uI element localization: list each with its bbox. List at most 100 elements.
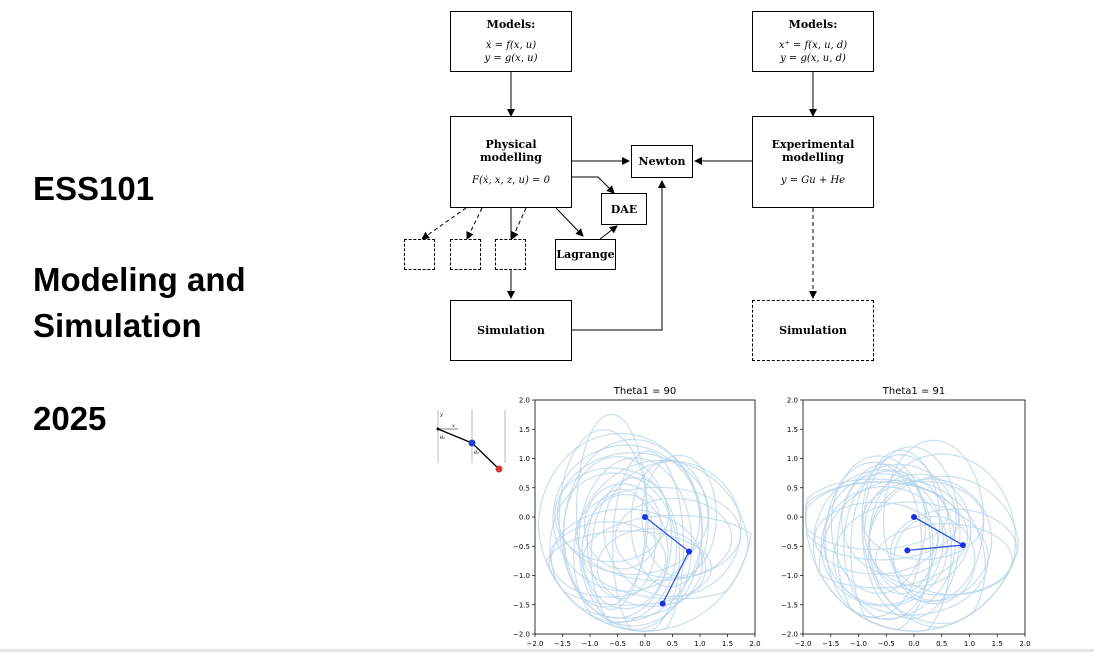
x-tick-label: −2.0 (527, 640, 544, 648)
x-tick-label: 0.5 (936, 640, 947, 648)
dashed-placeholder-box-1 (404, 239, 435, 270)
trace-curves (537, 413, 752, 632)
trace-curve (558, 428, 649, 608)
y-tick-label: −1.5 (513, 601, 530, 609)
sketch-tip (495, 465, 503, 473)
trace-curve (554, 467, 670, 563)
models-box-left: Models: ẋ = f(x, u) y = g(x, u) (450, 11, 572, 72)
sketch-label-y: y (439, 412, 443, 418)
trace-curve (630, 458, 710, 588)
dashed-placeholder-box-3 (495, 239, 526, 270)
trace-curve (614, 497, 733, 579)
y-tick-label: 0.0 (519, 514, 530, 522)
y-tick-label: 1.0 (519, 455, 530, 463)
y-tick-label: 2.0 (787, 397, 798, 405)
models-left-equations: ẋ = f(x, u) y = g(x, u) (484, 40, 538, 64)
pendulum-point (642, 514, 648, 520)
trace-curve (805, 478, 949, 551)
trace-curve (863, 473, 972, 587)
x-tick-label: −1.5 (822, 640, 839, 648)
course-year: 2025 (33, 400, 107, 437)
y-tick-label: 1.5 (787, 426, 798, 434)
sketch-rod-2 (471, 442, 500, 470)
pendulum-point (959, 542, 966, 549)
trace-curve (824, 461, 923, 618)
trace-curve (868, 478, 993, 603)
trace-curve (862, 446, 961, 620)
y-tick-label: −1.5 (781, 601, 798, 609)
arrow-physical-to-dae (572, 176, 615, 194)
physical-modelling-box: Physical modelling F(ẋ, x, z, u) = 0 (450, 116, 572, 208)
x-tick-label: 1.5 (992, 640, 1003, 648)
simulation-left-label: Simulation (477, 324, 545, 337)
physical-modelling-heading: Physical modelling (480, 137, 542, 164)
course-title: Modeling and Simulation (33, 261, 246, 344)
trace-curve (575, 413, 648, 611)
y-tick-label: 1.0 (787, 455, 798, 463)
arrow-simulation-to-newton (572, 180, 666, 331)
trace-curve (841, 463, 957, 577)
trace-curve (602, 460, 742, 598)
trace-curve (830, 455, 927, 594)
trace-curve (820, 485, 949, 607)
trace-curve (832, 501, 989, 616)
y-tick-label: −0.5 (513, 543, 530, 551)
trace-curve (850, 454, 952, 632)
dashed-arrow-1 (421, 207, 467, 240)
x-tick-label: −0.5 (878, 640, 895, 648)
x-tick-label: 0.0 (908, 640, 919, 648)
y-tick-label: −2.0 (513, 631, 530, 639)
trace-curve (893, 515, 976, 605)
x-tick-label: 1.0 (694, 640, 705, 648)
pendulum-arm (644, 516, 690, 553)
pendulum-point (659, 600, 666, 607)
trace-curve (882, 439, 985, 602)
trace-curve (861, 480, 985, 561)
trace-curves (805, 439, 1019, 632)
x-tick-label: 1.5 (722, 640, 733, 648)
pendulum-point (904, 547, 911, 554)
y-tick-label: −1.0 (781, 572, 798, 580)
x-tick-label: −0.5 (609, 640, 626, 648)
trace-curve (573, 459, 749, 632)
x-tick-label: 0.0 (639, 640, 650, 648)
pendulum-arm (907, 544, 963, 551)
y-tick-label: 2.0 (519, 397, 530, 405)
dashed-arrow-2 (466, 207, 483, 240)
dashed-placeholder-box-2 (450, 239, 481, 270)
x-tick-label: −2.0 (795, 640, 812, 648)
sketch-label-theta1: θ₁ (440, 435, 445, 441)
pendulum-arm (662, 551, 690, 604)
y-tick-label: 0.5 (787, 484, 798, 492)
experimental-modelling-box: Experimental modelling y = Gu + He (752, 116, 874, 208)
plot-1-title: Theta1 = 90 (613, 386, 677, 397)
y-tick-label: 0.0 (787, 514, 798, 522)
trace-curve (596, 528, 707, 607)
models-left-heading: Models: (486, 18, 536, 31)
simulation-right-label: Simulation (779, 324, 847, 337)
trace-curve (583, 483, 662, 570)
trace-curve (563, 438, 703, 627)
x-tick-label: 2.0 (1019, 640, 1030, 648)
y-tick-label: −2.0 (781, 631, 798, 639)
y-tick-label: −1.0 (513, 572, 530, 580)
sketch-rod-1 (437, 428, 473, 444)
simulation-box-right: Simulation (752, 300, 874, 361)
arrow-physical-to-lagrange (555, 207, 584, 237)
plot-theta1-90: −2.0−2.0−1.5−1.5−1.0−1.0−0.5−0.50.00.00.… (513, 397, 761, 649)
trace-curve (861, 449, 941, 595)
trace-curve (574, 486, 742, 582)
trace-curve (590, 476, 681, 632)
x-tick-label: −1.0 (850, 640, 867, 648)
y-tick-label: 1.5 (519, 426, 530, 434)
plot-2-title: Theta1 = 91 (882, 386, 946, 397)
sketch-joint (468, 439, 476, 447)
y-tick-label: −0.5 (781, 543, 798, 551)
plot-theta1-91: −2.0−2.0 −1.5 −1.5 −1.0 −1.0 −0.5 −0.5 0.0 0.0 0.… (781, 397, 1031, 649)
simulation-box-left: Simulation (450, 300, 572, 361)
models-right-heading: Models: (788, 18, 838, 31)
sketch-pivot (436, 427, 440, 431)
dashed-arrow-3 (511, 207, 527, 240)
models-box-right: Models: x⁺ = f(x, u, d) y = g(x, u, d) (752, 11, 874, 72)
